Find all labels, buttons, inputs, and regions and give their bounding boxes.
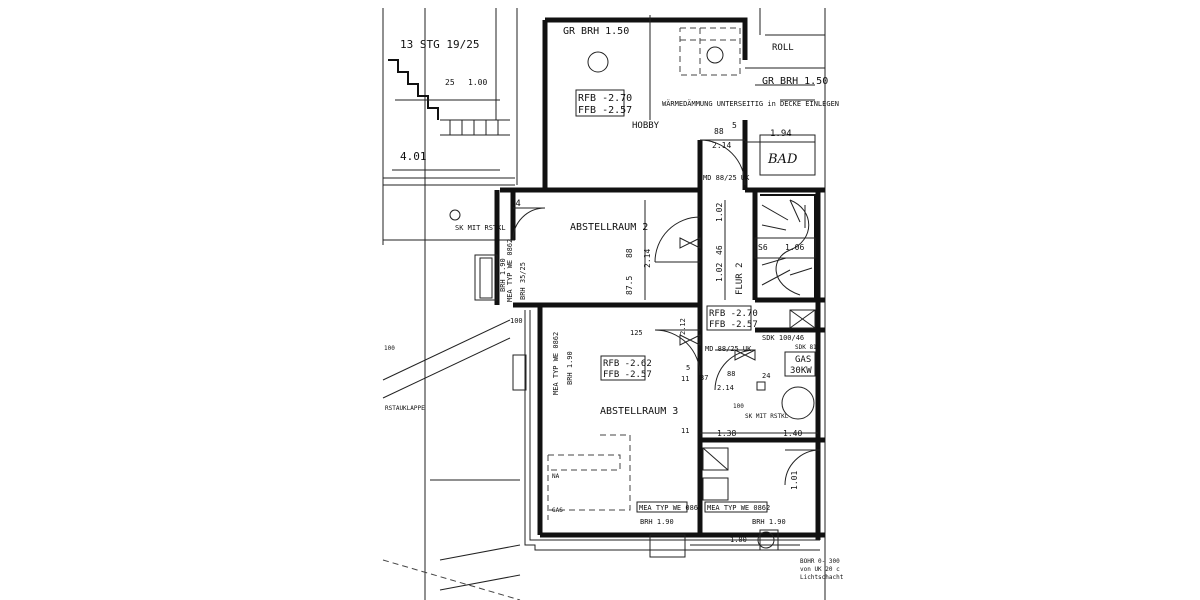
s6-label: S6 — [758, 243, 768, 252]
dim-194: 1.94 — [770, 129, 792, 139]
stair-top-label: 13 STG 19/25 — [400, 38, 479, 51]
abst3-rfb: RFB -2.62 — [603, 359, 652, 369]
hobby-rfb: RFB -2.70 — [578, 93, 632, 104]
door-hobby: MD 88/25 UK — [703, 174, 750, 182]
brh-bottom-right: BRH 1.90 — [752, 518, 786, 526]
note-br-3: Lichtschacht — [800, 574, 844, 581]
sk-mit-rstkl-1: SK MIT RSTKL — [455, 224, 506, 232]
abstellraum3-name: ABSTELLRAUM 3 — [600, 406, 678, 417]
dim-875: 87.5 — [625, 276, 634, 295]
dim-401: 4.01 — [400, 150, 427, 163]
dim-88-a2: 88 — [625, 248, 634, 258]
dim-46: 46 — [715, 245, 724, 255]
roll-label: ROLL — [772, 43, 794, 53]
dim-102a: 1.02 — [715, 203, 724, 222]
dim-138: 1.38 — [717, 429, 736, 438]
bad-name: BAD — [767, 152, 798, 167]
brh-bottom-left: BRH 1.90 — [640, 518, 674, 526]
dim-214-a2: 2.14 — [643, 249, 652, 268]
dim-11a: 11 — [681, 375, 689, 383]
dim-88-top: 88 — [714, 127, 724, 136]
dim-5b: 5 — [686, 364, 690, 372]
abst3-ffb: FFB -2.57 — [603, 370, 652, 380]
hobby-name: HOBBY — [632, 121, 660, 131]
flur-ffb: FFB -2.57 — [709, 320, 758, 330]
door-mid: MD 88/25 UK — [705, 345, 752, 353]
gas-name: GAS — [795, 355, 811, 365]
window-left-a: MEA TYP WE 0862 — [506, 239, 514, 302]
brh-190-a: BRH 1.90 — [499, 258, 507, 292]
site-lines — [382, 8, 826, 600]
doors — [512, 139, 821, 486]
ofen-label: SDK 100/46 — [762, 334, 804, 342]
dim-5-top: 5 — [732, 121, 737, 130]
flur-rfb: RFB -2.70 — [709, 309, 758, 319]
sk-mit-rstkl-2: SK MIT RSTKL — [745, 413, 789, 420]
dim-24: 24 — [762, 372, 770, 380]
s4-label: S4 — [510, 199, 521, 209]
door-small: BRH 35/25 — [519, 262, 527, 300]
left-side-text: RSTAUKLAPPE — [385, 405, 425, 412]
dim-125: 125 — [630, 329, 643, 337]
mea-bottom-right: MEA TYP WE 0862 — [707, 504, 770, 512]
window-left-b: MEA TYP WE 0862 — [552, 332, 560, 395]
dim-106: 1.06 — [785, 243, 804, 252]
dim-100-far-left: 100 — [384, 345, 395, 352]
dim-212: 2.12 — [679, 318, 687, 335]
hobby-ffb: FFB -2.57 — [578, 105, 632, 116]
abstellraum3-outline — [547, 434, 631, 520]
walls — [494, 17, 825, 551]
dim-214-top: 2.14 — [712, 141, 731, 150]
flur-name: FLUR 2 — [735, 262, 745, 295]
gr-brh-bad: GR BRH 1.50 — [762, 76, 828, 87]
insulation-note: WÄRMEDÄMMUNG UNTERSEITIG in DECKE EINLEG… — [662, 99, 839, 108]
gas-power: 30KW — [790, 366, 812, 376]
note-br-1: BOHR 0- 300 — [800, 558, 840, 565]
note-br-2: von UK 20 c — [800, 566, 840, 573]
label-gas-small: GAS — [552, 507, 563, 514]
dim-bottom-100: 1.00 — [730, 536, 747, 544]
gr-brh-hobby: GR BRH 1.50 — [563, 26, 629, 37]
dim-88-b: 88 — [727, 370, 735, 378]
dim-100-mid: 100 — [733, 403, 744, 410]
abstellraum2-name: ABSTELLRAUM 2 — [570, 222, 648, 233]
dim-25: 25 — [445, 78, 455, 87]
dim-214-b: 2.14 — [717, 384, 734, 392]
dim-101: 1.01 — [790, 471, 799, 490]
dim-11b: 11 — [681, 427, 689, 435]
dim-100a: 1.00 — [468, 78, 487, 87]
dim-140: 1.40 — [783, 429, 802, 438]
dimension-lines — [392, 141, 818, 546]
mea-bottom-left: MEA TYP WE 0862 — [639, 504, 702, 512]
dim-100-left: 100 — [510, 317, 523, 325]
dim-37: 37 — [700, 374, 708, 382]
label-na: NA — [552, 473, 560, 480]
sdk-right: SDK 811 — [795, 344, 821, 351]
technical-items — [449, 209, 816, 558]
dim-102b: 1.02 — [715, 263, 724, 282]
spiral-stair — [754, 194, 816, 301]
brh-190-b: BRH 1.90 — [566, 351, 574, 385]
hobby-furniture — [587, 15, 816, 176]
stair-top-left — [388, 59, 510, 136]
